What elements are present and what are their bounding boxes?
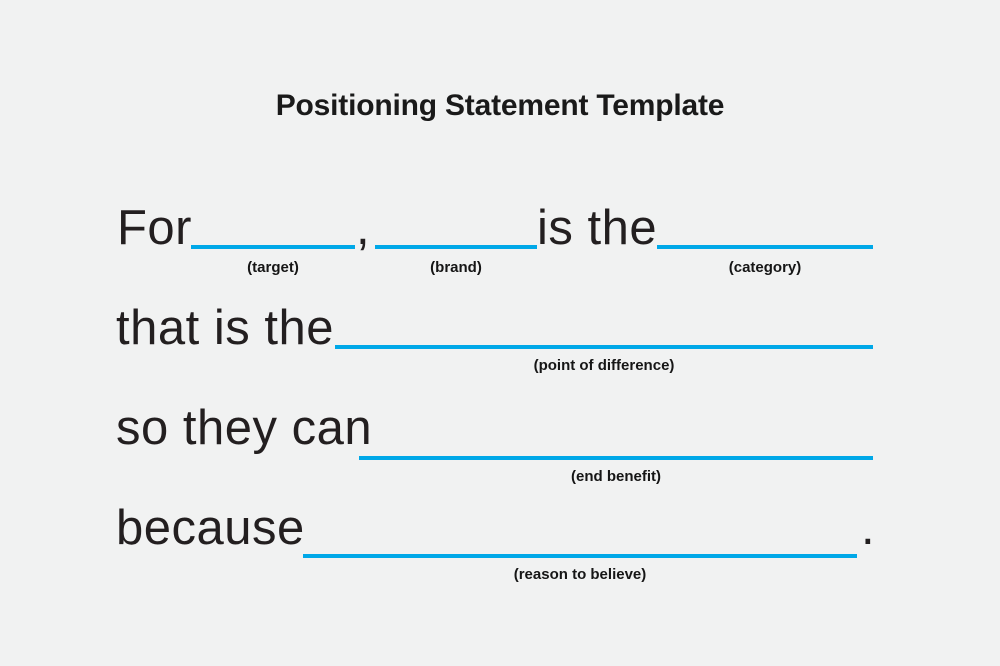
period-end-of-statement: . bbox=[861, 501, 875, 555]
phrase-is-the: is the bbox=[537, 201, 658, 255]
phrase-so-they-can: so they can bbox=[116, 401, 373, 455]
blank-label-reason-to-believe: (reason to believe) bbox=[513, 566, 647, 583]
blank-rule-category[interactable] bbox=[657, 245, 873, 249]
phrase-that-is-the: that is the bbox=[116, 301, 334, 355]
blank-label-point-of-difference: (point of difference) bbox=[533, 357, 675, 374]
blank-rule-brand[interactable] bbox=[375, 245, 537, 249]
blank-rule-point-of-difference[interactable] bbox=[335, 345, 873, 349]
blank-rule-target[interactable] bbox=[191, 245, 355, 249]
phrase-because: because bbox=[116, 501, 305, 555]
page-title: Positioning Statement Template bbox=[275, 89, 725, 122]
blank-rule-end-benefit[interactable] bbox=[359, 456, 873, 460]
blank-label-brand: (brand) bbox=[430, 259, 482, 276]
blank-label-end-benefit: (end benefit) bbox=[571, 468, 661, 485]
blank-label-target: (target) bbox=[247, 259, 299, 276]
comma-after-target: , bbox=[356, 201, 370, 255]
blank-label-category: (category) bbox=[728, 259, 802, 276]
blank-rule-reason-to-believe[interactable] bbox=[303, 554, 857, 558]
phrase-for: For bbox=[117, 201, 192, 255]
